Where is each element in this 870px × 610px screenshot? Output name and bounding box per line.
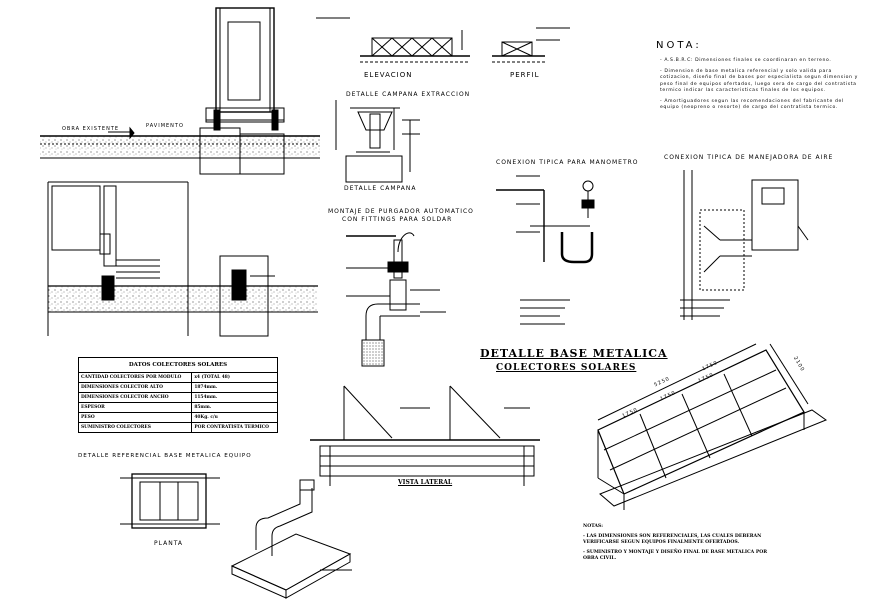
nota-item: - A.S.B.R.C: Dimensiones finales se coor…	[660, 58, 832, 63]
wall-equipment-detail	[47, 181, 318, 337]
nota-item: - Amortiguadores segun las recomendacion…	[660, 99, 844, 111]
table-cell: 1874mm.	[191, 382, 278, 393]
solar-base-isometric	[597, 343, 828, 510]
label-montaje-purgador-fittings: CON FITTINGS PARA SOLDAR	[342, 216, 453, 223]
label-detalle-campana: DETALLE CAMPANA	[344, 185, 417, 192]
equipment-isometric	[230, 479, 352, 599]
label-detalle-referencial: DETALLE REFERENCIAL BASE METALICA EQUIPO	[78, 453, 252, 459]
air-handler-connection-drawing	[680, 170, 809, 320]
solar-base-side-view	[310, 385, 540, 486]
table-cell: 85mm.	[191, 402, 278, 413]
label-obra-existente: OBRA EXISTENTE	[62, 126, 120, 132]
nota-title: NOTA:	[656, 40, 702, 51]
label-perfil: PERFIL	[510, 71, 540, 79]
table-cell: 40Kg. c/u	[191, 412, 278, 423]
table-cell: POR CONTRATISTA TERMICO	[191, 422, 278, 433]
table-cell: PESO	[77, 412, 193, 423]
label-conexion-manometro: CONEXION TIPICA PARA MANOMETRO	[496, 159, 639, 166]
label-planta: PLANTA	[154, 540, 183, 547]
label-elevacion: ELEVACION	[364, 71, 413, 79]
table-cell: x4 (TOTAL 48)	[191, 372, 278, 383]
elevation-truss-drawing	[316, 17, 570, 63]
table-cell: DIMENSIONES COLECTOR ANCHO	[77, 392, 193, 403]
label-detalle-campana-extraccion: DETALLE CAMPANA EXTRACCION	[346, 91, 471, 98]
table-cell: 1154mm.	[191, 392, 278, 403]
equipment-base-plan	[120, 473, 220, 529]
title-colectores-solares: COLECTORES SOLARES	[496, 363, 637, 373]
table-cell: ESPESOR	[77, 402, 193, 413]
manometer-connection-drawing	[496, 175, 595, 325]
equipment-elevation-drawing	[40, 7, 320, 175]
nota-body: - A.S.B.R.C: Dimensiones finales se coor…	[660, 58, 865, 116]
table-cell: CANTIDAD COLECTORES POR MODULO	[77, 372, 193, 383]
title-detalle-base-metalica: DETALLE BASE METALICA	[480, 347, 668, 360]
table-cell: DIMENSIONES COLECTOR ALTO	[77, 382, 193, 393]
label-montaje-purgador: MONTAJE DE PURGADOR AUTOMATICO	[328, 208, 474, 215]
label-vista-lateral: VISTA LATERAL	[398, 479, 453, 486]
notas-bottom: NOTAS: - LAS DIMENSIONES SON REFERENCIAL…	[583, 524, 783, 566]
notas-item: - SUMINISTRO Y MONTAJE Y DISEÑO FINAL DE…	[583, 550, 768, 561]
label-conexion-manejadora: CONEXION TIPICA DE MANEJADORA DE AIRE	[664, 154, 834, 161]
notas-title: NOTAS:	[583, 524, 603, 529]
air-vent-assembly-drawing	[346, 232, 446, 367]
table-cell: SUMINISTRO COLECTORES	[77, 422, 193, 433]
label-pavimento: PAVIMENTO	[146, 123, 184, 129]
datos-table-title: DATOS COLECTORES SOLARES	[78, 357, 278, 373]
extraction-hood-drawing	[335, 100, 420, 183]
nota-item: - Dimension de base metalica referencial…	[660, 69, 858, 93]
notas-item: - LAS DIMENSIONES SON REFERENCIALES, LAS…	[583, 534, 762, 545]
datos-colectores-table: DATOS COLECTORES SOLARES CANTIDAD COLECT…	[77, 357, 278, 433]
